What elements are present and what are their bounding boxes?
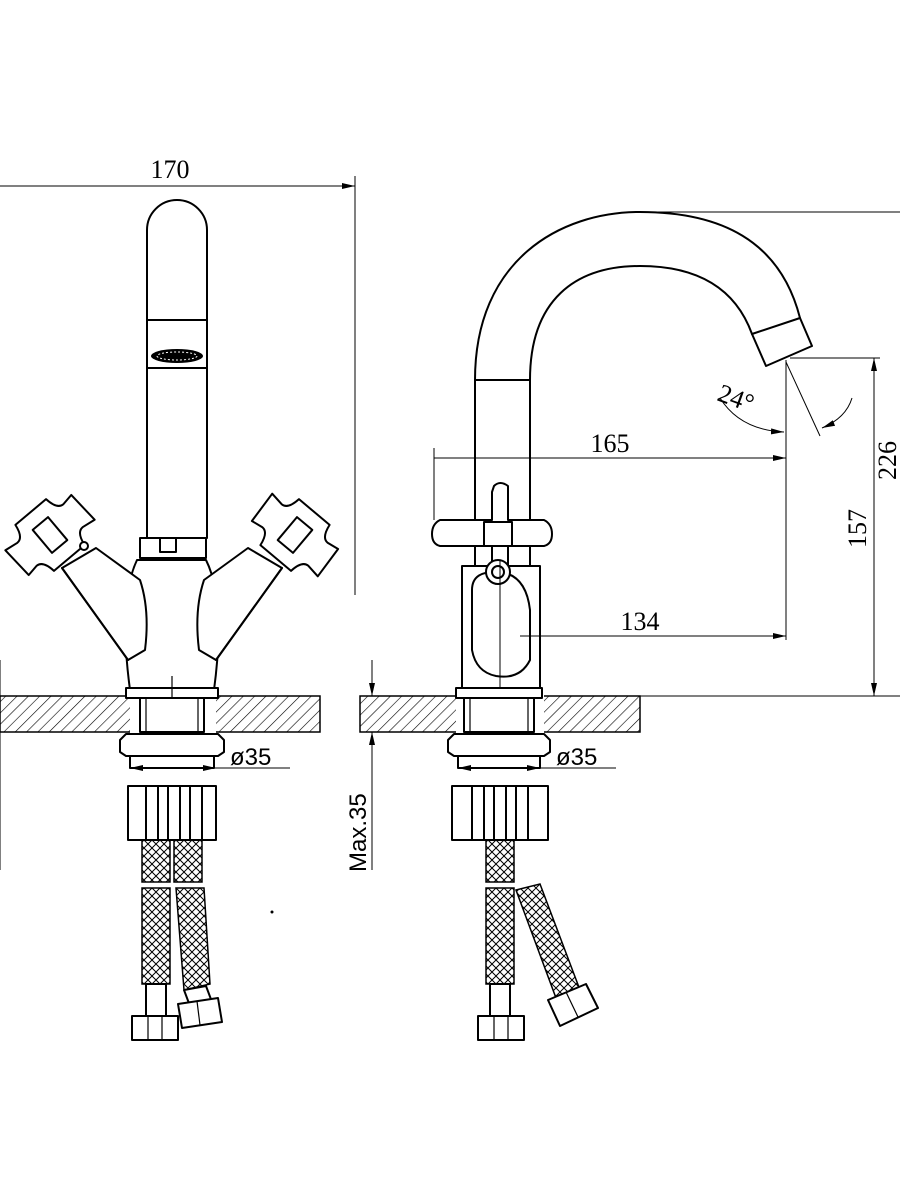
side-view: Max.35 226 157 165 24° [345,211,900,1041]
hose-left [141,839,171,883]
spout-side [474,211,813,571]
diameter-side-label: ø35 [556,744,597,771]
hose-fitting-angled [547,983,599,1027]
max-thickness-label: Max.35 [345,793,372,872]
right-cross-handle-icon [250,492,340,578]
handle-reach-label: 134 [621,607,660,636]
left-cross-handle-icon [4,493,96,577]
front-view: 170 [0,155,356,1041]
left-arm [61,547,148,661]
spout-front [146,199,208,539]
hose-fitting-left [131,1015,179,1041]
aerator-icon [151,349,203,363]
hose-fitting-side [477,1015,525,1041]
spout-height-label: 157 [843,509,872,548]
hose-right [173,839,203,883]
hose-side [485,839,515,883]
hose-fitting-right [177,997,223,1029]
total-height-label: 226 [873,441,900,480]
spray-angle-label: 24° [714,378,758,418]
right-arm [196,547,283,661]
width-dimension-label: 170 [151,155,190,184]
cross-handle-side-icon [431,482,553,585]
spout-reach-label: 165 [591,429,630,458]
diameter-front-label: ø35 [230,744,271,771]
